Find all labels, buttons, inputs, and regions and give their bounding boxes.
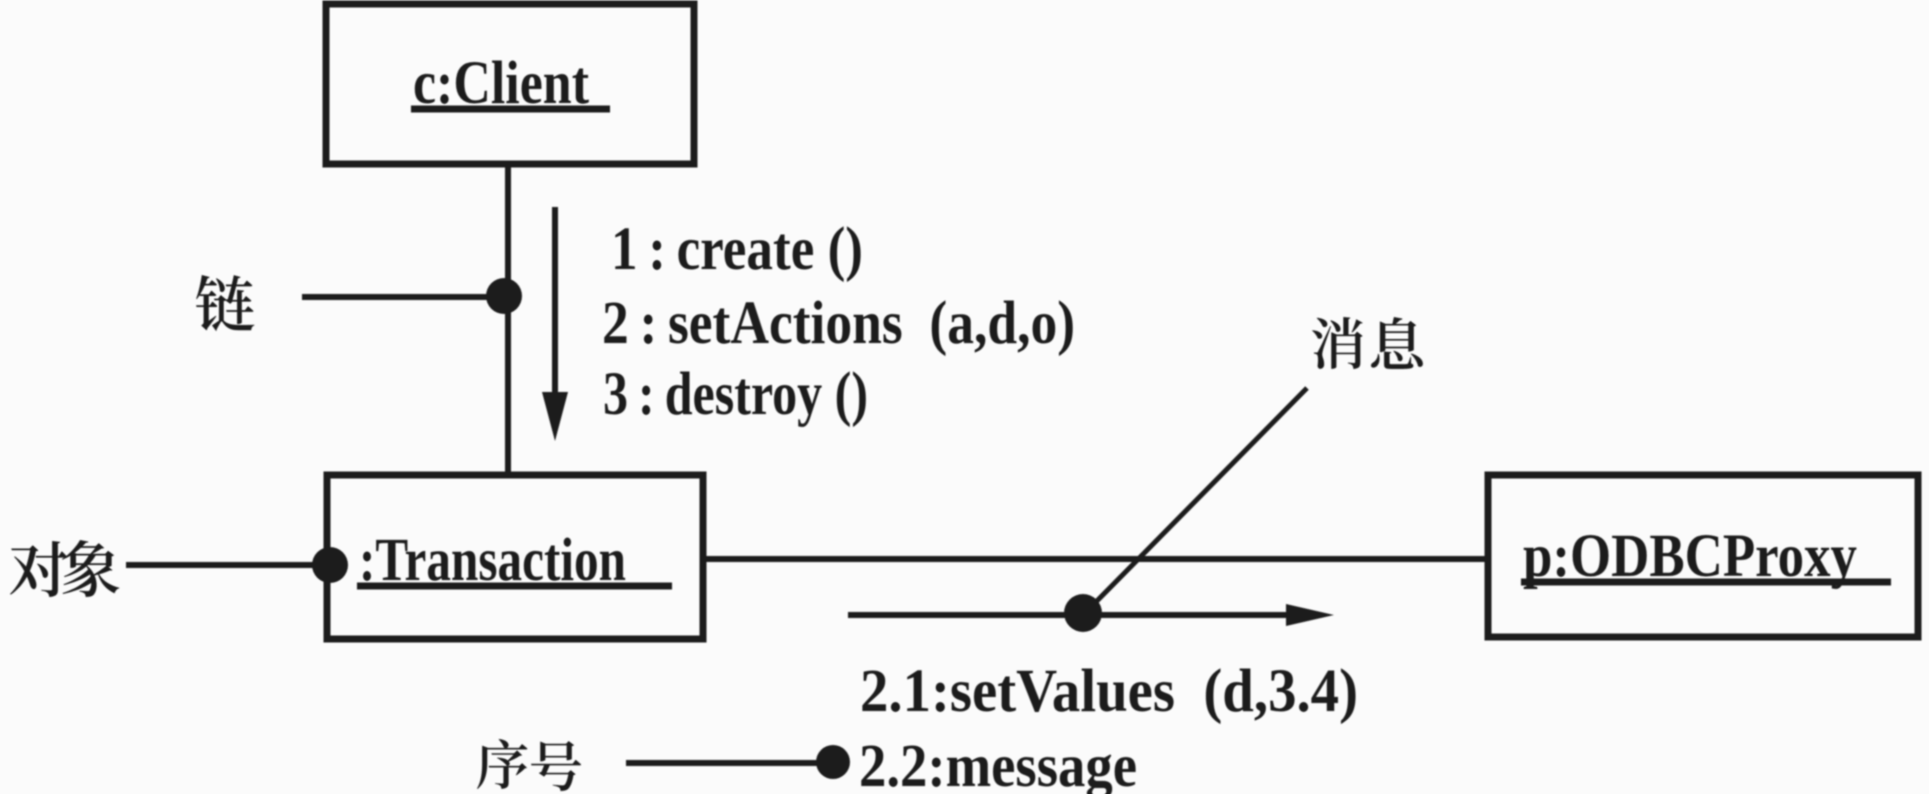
svg-text:3 : destroy (): 3 : destroy () [603,361,868,428]
svg-text:2.2:message: 2.2:message [859,733,1137,794]
svg-text:2.1:setValues (d,3.4): 2.1:setValues (d,3.4) [860,658,1358,725]
svg-text:2 : setActions (a,d,o): 2 : setActions (a,d,o) [602,290,1075,357]
svg-text:1 : create (): 1 : create () [611,216,863,283]
